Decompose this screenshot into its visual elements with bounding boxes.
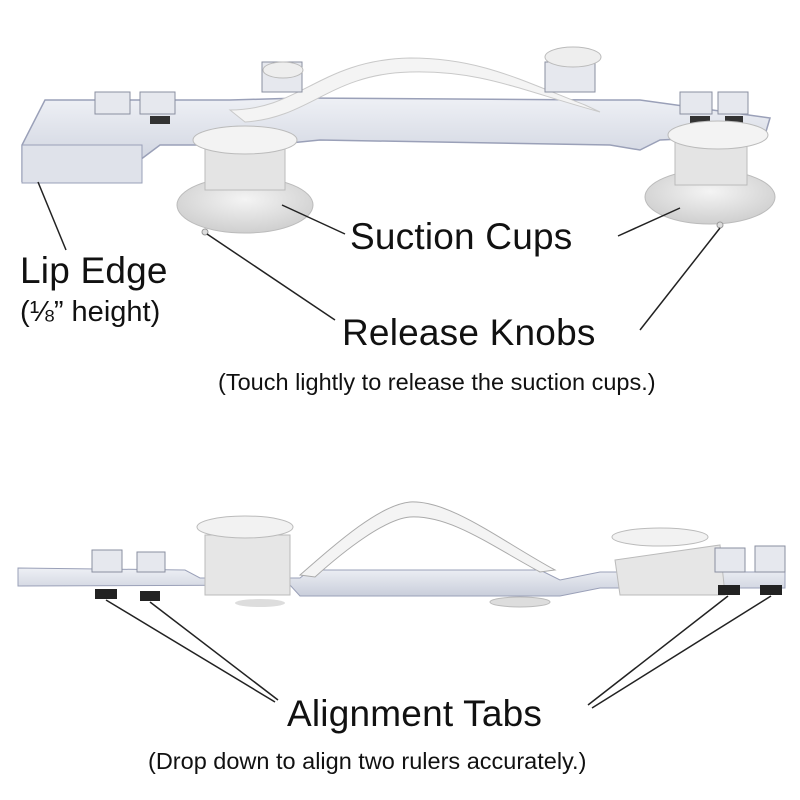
leader-suction-right	[617, 207, 681, 237]
lip-edge	[21, 144, 143, 184]
leader-tab-3	[587, 595, 729, 706]
connector-side-view	[17, 501, 786, 608]
leader-tab-2	[149, 601, 279, 701]
leader-lip-edge	[37, 181, 67, 251]
release-knobs-note: (Touch lightly to release the suction cu…	[218, 369, 656, 395]
leader-knob-left	[206, 233, 336, 321]
suction-cup-right	[644, 120, 776, 229]
alignment-tabs-label: Alignment Tabs	[287, 693, 543, 734]
strap-side	[298, 501, 557, 578]
leader-suction-left	[281, 204, 346, 235]
lip-edge-label: Lip Edge	[20, 250, 168, 291]
callout-leader-lines	[37, 181, 772, 709]
alignment-tabs-note: (Drop down to align two rulers accuratel…	[148, 748, 587, 774]
release-knobs-label: Release Knobs	[342, 312, 596, 353]
connector-top-view	[21, 46, 776, 236]
leader-tab-4	[591, 595, 772, 709]
leader-tab-1	[105, 599, 276, 703]
leader-knob-right	[639, 227, 721, 331]
release-knob-left	[201, 228, 209, 236]
alignment-tabs-side	[91, 545, 786, 573]
suction-cup-side-left	[196, 515, 294, 607]
lip-edge-note: (⅛” height)	[20, 296, 161, 328]
release-knob-right	[716, 221, 724, 229]
strap	[228, 57, 601, 123]
suction-cups-label: Suction Cups	[350, 216, 573, 257]
suction-cup-side-right	[611, 527, 726, 596]
suction-cup-left	[176, 125, 314, 236]
